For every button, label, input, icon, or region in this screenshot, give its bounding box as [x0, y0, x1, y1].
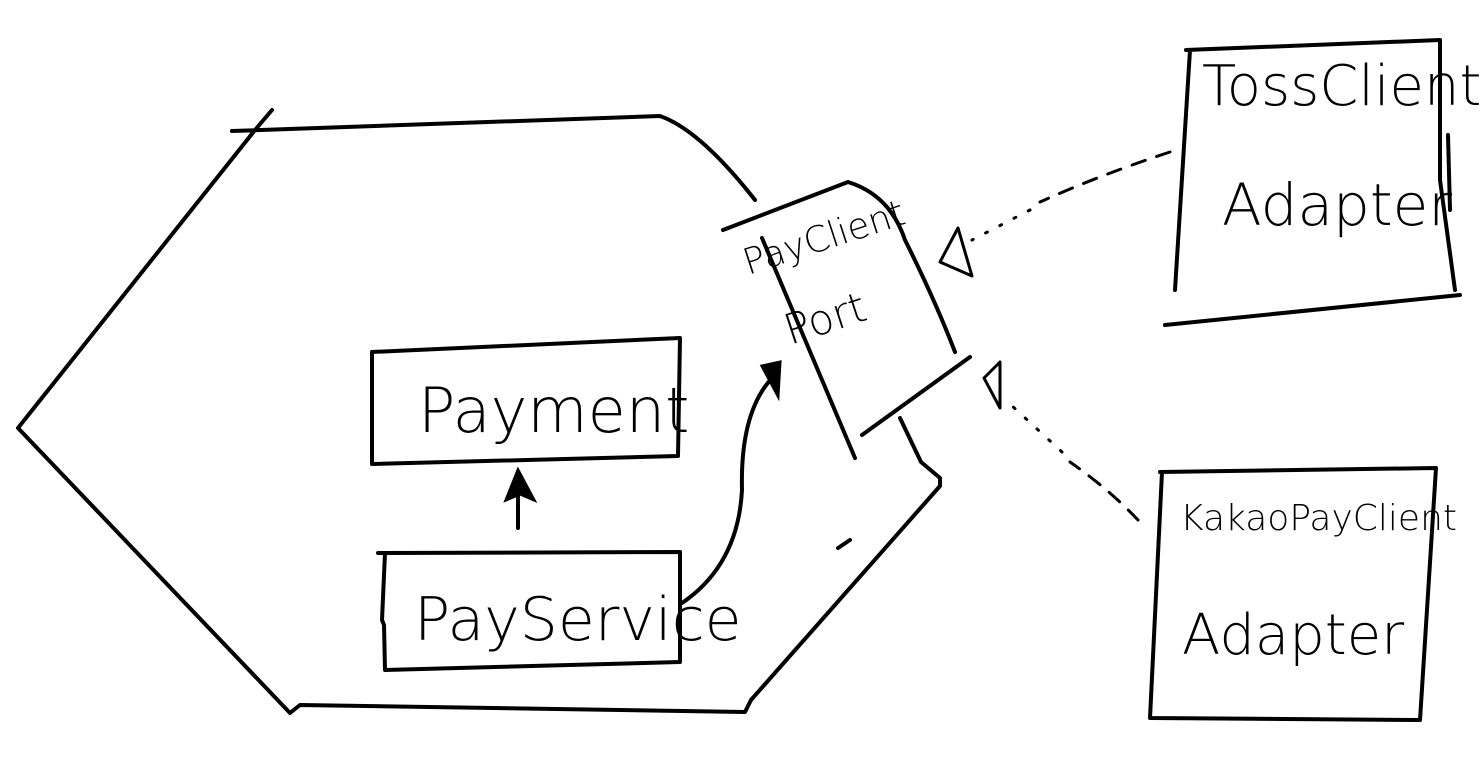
pay-service-label: PayService — [414, 585, 742, 655]
arrow-toss-to-port — [938, 150, 1172, 278]
payment-node: Payment — [370, 336, 689, 466]
pay-service-box — [376, 550, 682, 672]
toss-adapter-label-2: Adapter — [1222, 171, 1452, 239]
toss-adapter-node: TossClient Adapter — [1163, 38, 1481, 327]
kakao-adapter-box — [1148, 466, 1438, 722]
pay-client-port-node: PayClient Port — [721, 180, 972, 460]
arrow-payservice-to-payment — [503, 466, 538, 530]
pay-client-port-shape — [721, 180, 972, 460]
payment-box — [370, 336, 682, 466]
kakao-adapter-label-2: Adapter — [1182, 603, 1404, 668]
payment-label: Payment — [418, 374, 689, 447]
hexagon-core — [16, 108, 942, 715]
pay-client-port-label-2: Port — [778, 282, 872, 354]
toss-adapter-label-1: TossClient — [1202, 54, 1481, 119]
pay-client-port-label-1: PayClient — [738, 193, 910, 284]
kakao-adapter-label-1: KakaoPayClient — [1180, 498, 1457, 539]
kakao-adapter-node: KakaoPayClient Adapter — [1148, 466, 1457, 722]
arrow-kakao-to-port — [982, 360, 1140, 522]
arrow-payservice-to-port — [680, 360, 782, 605]
pay-service-node: PayService — [376, 550, 742, 672]
toss-adapter-box — [1163, 38, 1462, 327]
